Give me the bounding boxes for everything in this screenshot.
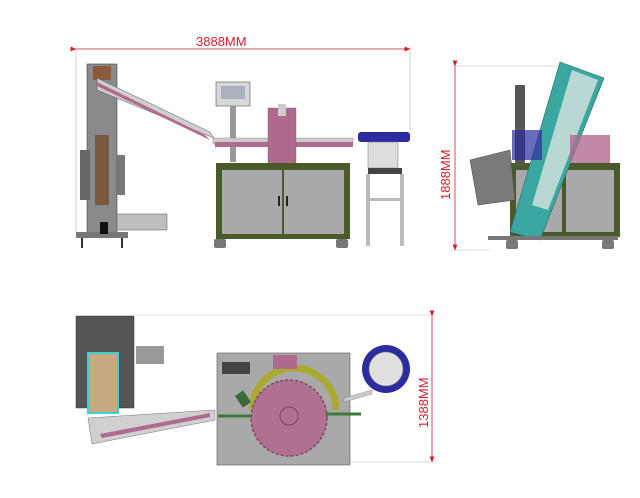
top-view: 1388MM <box>75 310 435 466</box>
main-machine-front <box>212 81 354 248</box>
depth-dimension-label: 1388MM <box>416 377 431 428</box>
vibratory-bowl-top <box>343 345 410 403</box>
vibratory-bowl-front <box>358 132 410 246</box>
height-dimension-label: 1888MM <box>438 149 453 200</box>
elevator-feeder-top <box>75 315 216 445</box>
rotary-dial <box>250 379 328 457</box>
width-dimension-label: 3888MM <box>196 34 247 49</box>
elevator-feeder <box>76 63 215 248</box>
side-view: 1888MM <box>438 60 620 251</box>
front-view: 3888MM <box>70 34 411 248</box>
main-machine-top <box>216 352 361 466</box>
